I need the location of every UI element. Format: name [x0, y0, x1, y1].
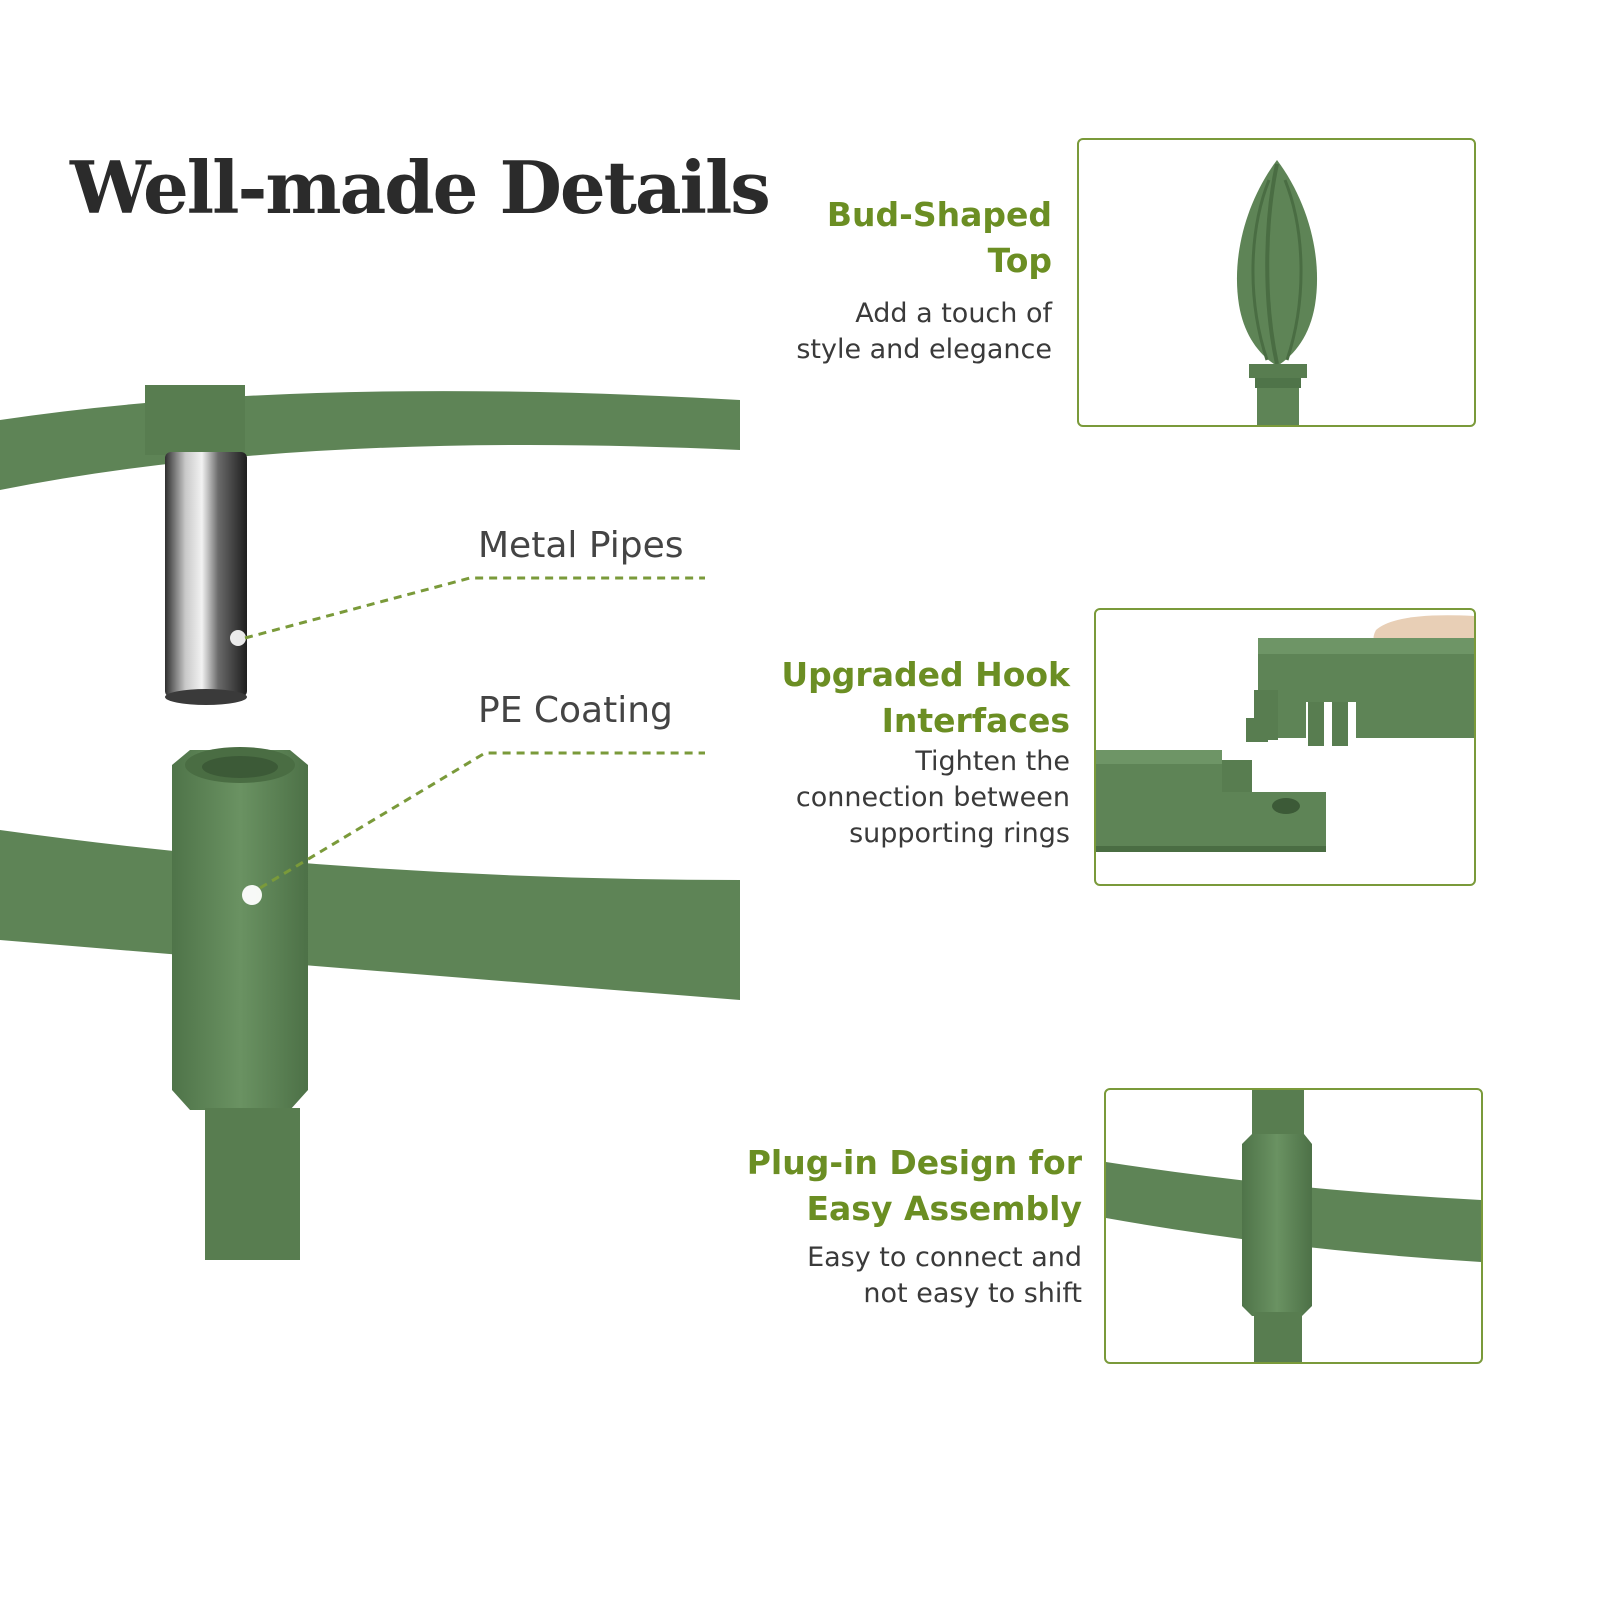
feature-title: Bud-Shaped: [826, 195, 1052, 234]
feature-title: Interfaces: [881, 701, 1070, 740]
feature-description: not easy to shift: [863, 1278, 1082, 1309]
feature-description: Tighten the: [915, 746, 1070, 777]
plug-in-image-panel: [1104, 1088, 1483, 1364]
feature-plug-in-design: Plug-in Design for Easy Assembly Easy to…: [720, 1140, 1082, 1312]
feature-description: Add a touch of: [855, 298, 1052, 329]
hook-interface-image-panel: [1094, 608, 1476, 886]
feature-bud-shaped-top: Bud-Shaped Top Add a touch of style and …: [740, 192, 1052, 368]
hook-interface-illustration: [1096, 615, 1474, 852]
feature-upgraded-hook-interfaces: Upgraded Hook Interfaces Tighten the con…: [720, 652, 1070, 852]
feature-title: Top: [987, 241, 1052, 280]
page-title: Well-made Details: [70, 145, 771, 230]
pe-coating-label: PE Coating: [478, 690, 673, 731]
feature-description: supporting rings: [849, 818, 1070, 849]
ring-and-stake-illustration: [0, 385, 740, 1260]
metal-pipes-point: [230, 630, 246, 646]
product-detail-illustration: [0, 380, 740, 1260]
feature-title: Plug-in Design for: [746, 1143, 1082, 1182]
feature-description: Easy to connect and: [807, 1242, 1082, 1273]
pe-coating-point: [242, 885, 262, 905]
feature-title: Easy Assembly: [806, 1189, 1083, 1228]
feature-description: connection between: [795, 782, 1070, 813]
plug-in-illustration: [1106, 1090, 1481, 1362]
feature-description: style and elegance: [796, 334, 1052, 365]
metal-pipes-label: Metal Pipes: [478, 525, 684, 566]
feature-title: Upgraded Hook: [781, 655, 1070, 694]
bud-top-image-panel: [1077, 138, 1476, 427]
bud-top-illustration: [1236, 160, 1318, 425]
